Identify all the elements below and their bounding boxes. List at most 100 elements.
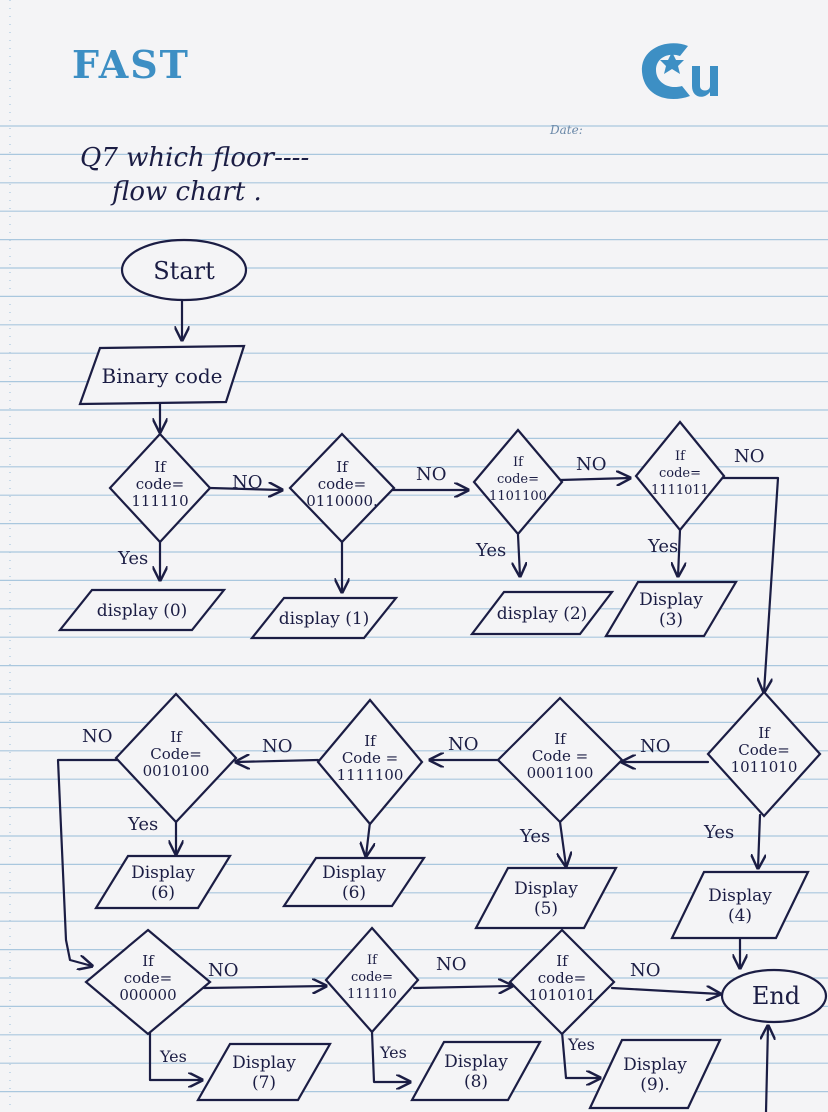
output-number: (7)	[252, 1073, 276, 1093]
decision-if-text: If	[758, 724, 771, 742]
output-label: Display	[708, 886, 772, 906]
decision-code-value: 111110	[347, 987, 397, 1002]
no-label: NO	[640, 736, 671, 757]
no-label: NO	[734, 446, 765, 467]
yes-label: Yes	[475, 540, 506, 561]
decision-code-value: 111110	[131, 492, 188, 510]
decision-if-text: If	[556, 952, 569, 970]
decision-nodes: Ifcode=111110Ifcode=0110000.Ifcode=11011…	[84, 420, 822, 1036]
output-number: (4)	[728, 906, 752, 926]
no-label: NO	[448, 734, 479, 755]
yes-label: Yes	[379, 1043, 407, 1062]
output-node: display (1)	[249, 596, 399, 640]
decision-if-text: If	[364, 732, 377, 750]
branch-labels: NO NO NO NO Yes Yes Yes NO NO NO NO Yes …	[82, 446, 765, 1066]
yes-label: Yes	[159, 1047, 187, 1066]
decision-condition: Code=	[738, 741, 790, 759]
yes-label: Yes	[567, 1035, 595, 1054]
decision-condition: code=	[318, 475, 366, 493]
decision-if-text: If	[513, 455, 524, 470]
decision-condition: code=	[351, 970, 393, 985]
output-label: Display	[623, 1055, 687, 1075]
decision-node: If code= 111110	[324, 926, 420, 1034]
decision-condition: code=	[124, 969, 172, 987]
no-label: NO	[436, 954, 467, 975]
output-node: Display(7)	[196, 1042, 332, 1102]
output-number: (8)	[464, 1072, 488, 1092]
output-label: display (2)	[497, 604, 588, 624]
brand-logo-text: FAST	[72, 42, 190, 87]
no-label: NO	[208, 960, 239, 981]
output-node: Display(6)	[94, 854, 232, 910]
decision-code-value: 0001100	[527, 764, 594, 782]
input-label: Binary code	[102, 364, 223, 388]
decision-code-value: 1111011	[651, 483, 709, 498]
output-label: display (0)	[97, 601, 188, 621]
decision-if-text: If	[142, 952, 155, 970]
decision-if-text: If	[367, 953, 378, 968]
yes-label: Yes	[647, 536, 678, 557]
output-label: display (1)	[279, 609, 370, 629]
output-label: Display	[639, 590, 703, 610]
output-number: (9).	[640, 1075, 669, 1095]
no-label: NO	[262, 736, 293, 757]
decision-code-value: 1111100	[337, 766, 404, 784]
output-number: (6)	[151, 883, 175, 903]
decision-condition: Code =	[342, 749, 398, 767]
question-line-2: flow chart .	[110, 177, 262, 207]
decision-condition: code=	[497, 472, 539, 487]
output-node: Display(5)	[474, 866, 618, 930]
yes-label: Yes	[117, 548, 148, 569]
decision-condition: code=	[136, 475, 184, 493]
decision-code-value: 1011010	[731, 758, 798, 776]
no-label: NO	[416, 464, 447, 485]
decision-code-value: 0010100	[143, 762, 210, 780]
output-node: Display(3)	[604, 580, 738, 638]
output-label: Display	[322, 863, 386, 883]
no-label: NO	[82, 726, 113, 747]
output-node: Display(6)	[281, 856, 427, 908]
output-label: Display	[232, 1053, 296, 1073]
no-label: NO	[630, 960, 661, 981]
output-nodes: display (0) display (1) display (2) Display…	[57, 580, 810, 1110]
end-label: End	[752, 982, 800, 1010]
input-parallelogram: Binary code	[78, 344, 246, 406]
university-logo-icon	[641, 43, 718, 99]
output-node: display (0)	[57, 588, 227, 632]
decision-node: If code= 1111011	[634, 420, 726, 532]
output-label: Display	[514, 879, 578, 899]
decision-condition: code=	[659, 466, 701, 481]
question-line: Q7 which floor----	[80, 143, 309, 173]
decision-code-value: 1010101	[529, 986, 596, 1004]
output-node: Display(9).	[588, 1038, 722, 1110]
output-number: (3)	[659, 610, 683, 630]
decision-if-text: If	[336, 458, 349, 476]
yes-label: Yes	[127, 814, 158, 835]
yes-label: Yes	[519, 826, 550, 847]
output-number: (6)	[342, 883, 366, 903]
start-label: Start	[153, 257, 215, 285]
decision-code-value: 000000	[119, 986, 176, 1004]
no-label: NO	[576, 454, 607, 475]
date-label: Date:	[549, 123, 583, 137]
no-label: NO	[232, 472, 263, 493]
decision-if-text: If	[554, 730, 567, 748]
output-node: Display(4)	[670, 870, 810, 940]
decision-if-text: If	[170, 728, 183, 746]
decision-if-text: If	[675, 449, 686, 464]
output-node: display (2)	[469, 590, 615, 636]
decision-condition: code=	[538, 969, 586, 987]
flow-connectors	[56, 298, 780, 1112]
start-terminal: Start	[120, 238, 248, 302]
yes-label: Yes	[703, 822, 734, 843]
